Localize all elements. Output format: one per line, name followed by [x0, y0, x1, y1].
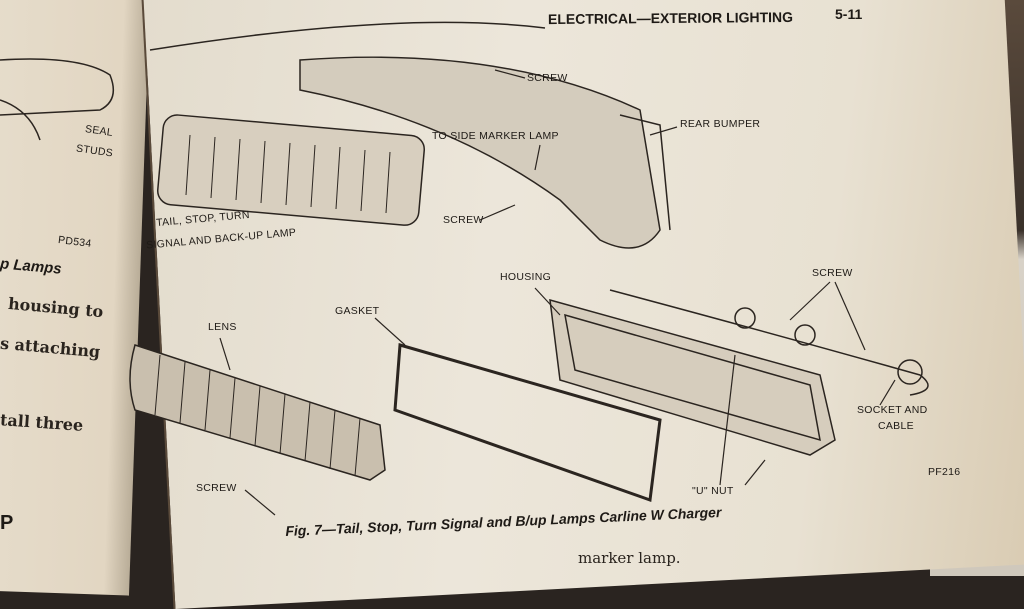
housing-drawing [549, 298, 836, 456]
left-lamp-drawing [0, 58, 115, 116]
label-u-nut: "U" NUT [692, 485, 734, 497]
header-rule [149, 21, 546, 51]
diagram-drawing [0, 21, 929, 503]
lamp-segments [185, 134, 391, 214]
label-gasket: GASKET [335, 305, 380, 317]
label-socket-line2: CABLE [878, 420, 914, 432]
section-header: ELECTRICAL—EXTERIOR LIGHTING [547, 8, 794, 28]
label-rear-bumper: REAR BUMPER [680, 118, 761, 130]
label-side-marker: TO SIDE MARKER LAMP [432, 130, 559, 142]
label-lens: LENS [208, 321, 237, 333]
label-screw-mid: SCREW [443, 214, 484, 226]
figure-code-pf216: PF216 [928, 466, 961, 478]
left-heading-2: P [0, 512, 14, 534]
page-number: 5-11 [835, 6, 863, 22]
tail-lamp-assembly [156, 114, 426, 226]
label-screw-right: SCREW [812, 267, 853, 279]
label-screw-top: SCREW [527, 72, 568, 84]
gasket-drawing [393, 343, 662, 503]
socket-cable [609, 289, 929, 396]
body-text: marker lamp. [578, 549, 681, 567]
label-socket-line1: SOCKET AND [857, 404, 928, 416]
label-screw-left: SCREW [196, 482, 237, 494]
label-housing: HOUSING [500, 271, 552, 283]
rear-bumper-drawing [299, 56, 661, 249]
